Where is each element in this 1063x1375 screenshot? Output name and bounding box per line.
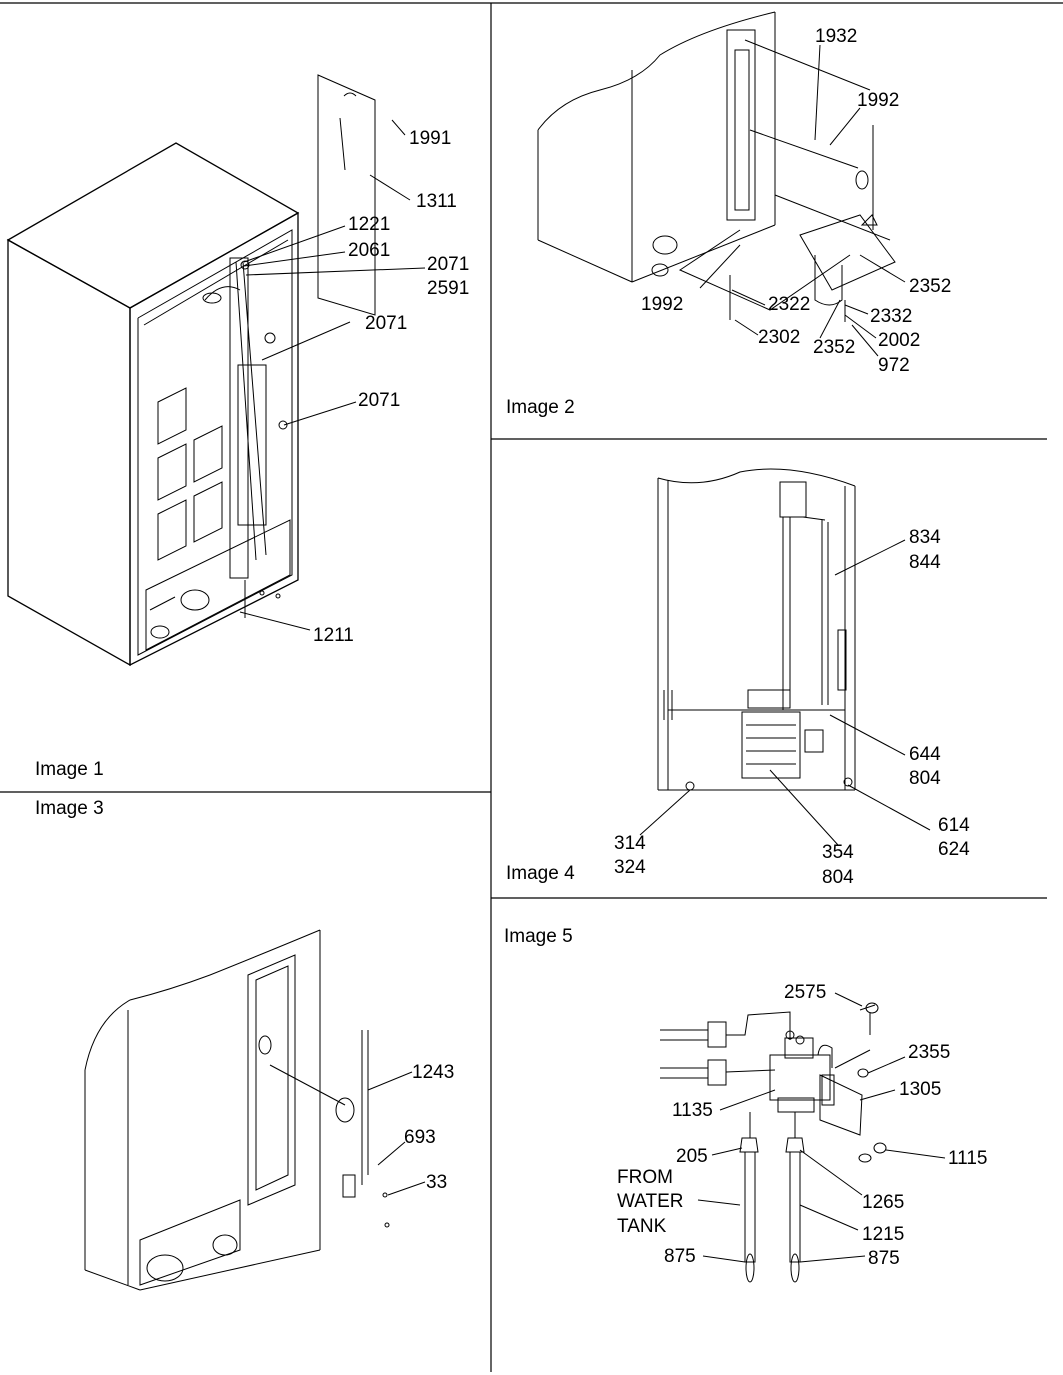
- callout-624: 624: [938, 839, 970, 860]
- callout-644: 644: [909, 744, 941, 765]
- label-tank: TANK: [617, 1216, 667, 1237]
- image4-drawing: [639, 468, 931, 846]
- label-from: FROM: [617, 1167, 673, 1188]
- caption-image5: Image 5: [504, 926, 573, 947]
- image5-drawing: [660, 992, 946, 1283]
- caption-image1: Image 1: [35, 759, 104, 780]
- callout-2002: 2002: [878, 330, 920, 351]
- callout-1992-a: 1992: [857, 90, 899, 111]
- callout-2352-b: 2352: [813, 337, 855, 358]
- callout-324: 324: [614, 857, 646, 878]
- image1-drawing: [6, 74, 426, 667]
- callout-875-a: 875: [664, 1246, 696, 1267]
- image4-labels: 834 844 644 804 614 624 314 324 354 804 …: [506, 527, 970, 888]
- callout-1305: 1305: [899, 1079, 941, 1100]
- label-water: WATER: [617, 1191, 684, 1212]
- callout-2071-c: 2071: [358, 390, 400, 411]
- callout-1992-b: 1992: [641, 294, 683, 315]
- callout-1211: 1211: [313, 625, 354, 646]
- callout-1215: 1215: [862, 1224, 904, 1245]
- callout-693: 693: [404, 1127, 436, 1148]
- callout-1265: 1265: [862, 1192, 904, 1213]
- image5-labels: 2575 2355 1305 1135 1115 205 1265 FROM W…: [617, 982, 987, 1269]
- callout-2322: 2322: [768, 294, 810, 315]
- callout-1221: 1221: [348, 214, 390, 235]
- callout-1991: 1991: [409, 128, 451, 149]
- image2-drawing: [537, 11, 906, 357]
- image3-labels: 1243 693 33: [404, 1062, 454, 1193]
- callout-804-b: 804: [822, 867, 854, 888]
- callout-1243: 1243: [412, 1062, 454, 1083]
- callout-33: 33: [426, 1172, 447, 1193]
- caption-image2: Image 2: [506, 397, 575, 418]
- callout-834: 834: [909, 527, 941, 548]
- callout-1115: 1115: [948, 1148, 987, 1169]
- caption-image4: Image 4: [506, 863, 575, 884]
- callout-2061: 2061: [348, 240, 390, 261]
- callout-2071-a: 2071: [427, 254, 469, 275]
- callout-972: 972: [878, 355, 910, 376]
- callout-2302: 2302: [758, 327, 800, 348]
- callout-205: 205: [676, 1146, 708, 1167]
- callout-2071-b: 2071: [365, 313, 407, 334]
- callout-844: 844: [909, 552, 941, 573]
- callout-354: 354: [822, 842, 854, 863]
- callout-314: 314: [614, 833, 646, 854]
- callout-875-b: 875: [868, 1248, 900, 1269]
- callout-2355: 2355: [908, 1042, 950, 1063]
- callout-2575: 2575: [784, 982, 826, 1003]
- caption-image3: Image 3: [35, 798, 104, 819]
- callout-2352-a: 2352: [909, 276, 951, 297]
- callout-2332: 2332: [870, 306, 912, 327]
- image3-drawing: [84, 929, 426, 1291]
- callout-614: 614: [938, 815, 970, 836]
- callout-2591: 2591: [427, 278, 469, 299]
- callout-1932: 1932: [815, 26, 857, 47]
- image1-labels: 1991 1311 1221 2061 2071 2591 2071 2071 …: [35, 128, 469, 780]
- image2-labels: 1932 1992 2352 1992 2322 2332 2002 2302 …: [506, 26, 951, 418]
- callout-1135: 1135: [672, 1100, 713, 1121]
- callout-1311: 1311: [416, 191, 457, 212]
- callout-804-a: 804: [909, 768, 941, 789]
